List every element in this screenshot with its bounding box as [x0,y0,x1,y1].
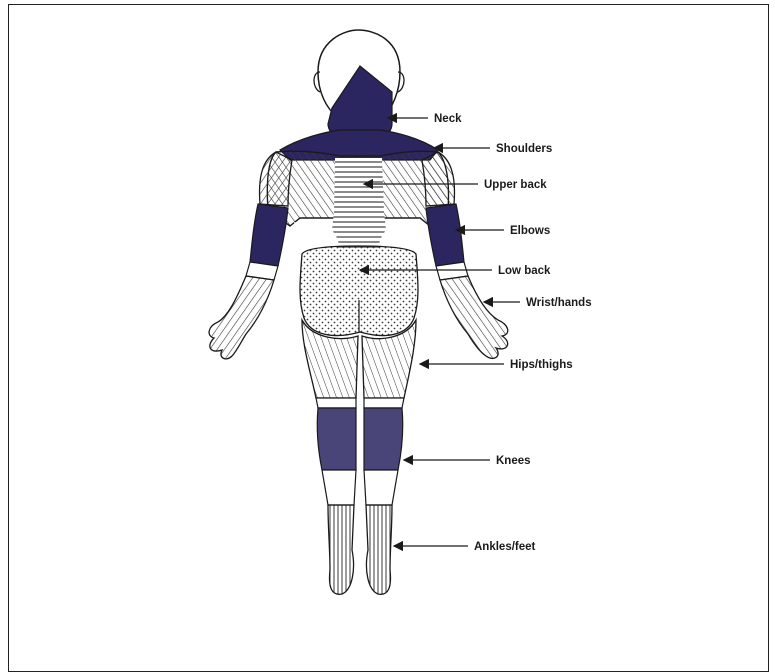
label-neck: Neck [434,113,462,125]
label-hips-thighs: Hips/thighs [510,359,573,371]
label-wrist-hands: Wrist/hands [526,297,592,309]
label-low-back: Low back [498,265,551,277]
label-ankles-feet: Ankles/feet [474,541,536,553]
lower-leg-white [322,470,398,505]
region-knees [317,408,403,470]
label-shoulders: Shoulders [496,143,552,155]
region-ankles-feet [328,505,392,594]
region-upper-back [332,158,386,248]
label-knees: Knees [496,455,531,467]
thigh-white-band [316,398,404,408]
region-low-back [300,246,418,336]
label-elbows: Elbows [510,225,550,237]
left-arm [209,152,292,359]
label-upper-back: Upper back [484,179,547,191]
